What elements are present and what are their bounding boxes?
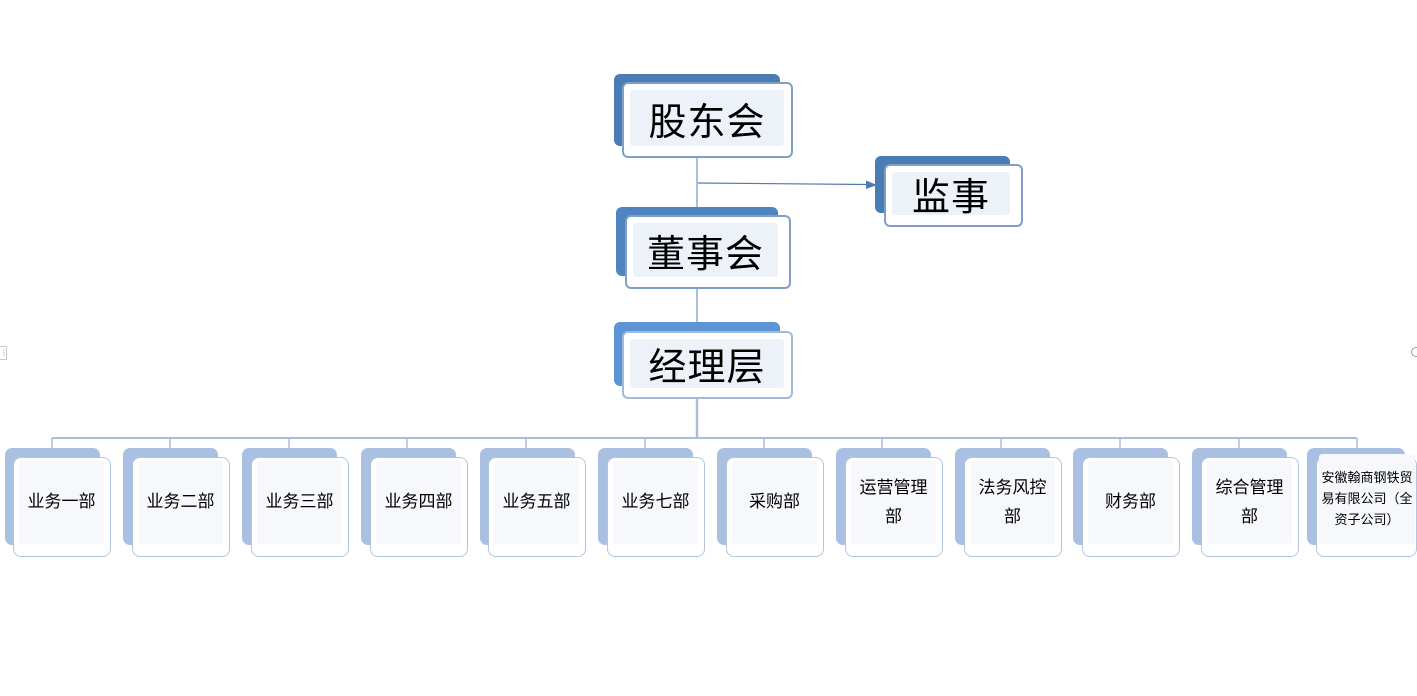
node-management-label: 经理层 <box>630 339 784 389</box>
node-board-label: 董事会 <box>633 223 778 277</box>
node-department: 运营管理部 <box>836 448 943 557</box>
node-department: 综合管理部 <box>1192 448 1299 557</box>
department-label: 业务五部 <box>494 461 579 544</box>
department-label: 财务部 <box>1088 461 1173 544</box>
node-department: 法务风控部 <box>955 448 1062 557</box>
department-label: 采购部 <box>732 461 817 544</box>
node-management: 经理层 <box>614 322 793 399</box>
department-label: 业务七部 <box>613 461 698 544</box>
node-department: 财务部 <box>1073 448 1180 557</box>
department-connectors <box>51 437 1358 449</box>
node-department: 采购部 <box>717 448 824 557</box>
node-department: 业务七部 <box>598 448 705 557</box>
department-label: 安徽翰商钢铁贸易有限公司（全资子公司） <box>1319 454 1415 544</box>
department-label: 业务三部 <box>257 461 342 544</box>
connector-to-supervisor <box>697 182 869 186</box>
node-department: 业务四部 <box>361 448 468 557</box>
node-department: 业务一部 <box>5 448 111 557</box>
department-label: 运营管理部 <box>851 461 936 544</box>
node-department: 业务三部 <box>242 448 349 557</box>
node-shareholders-label: 股东会 <box>630 90 784 146</box>
node-supervisor: 监事 <box>875 156 1023 227</box>
node-board: 董事会 <box>616 207 791 289</box>
node-department: 安徽翰商钢铁贸易有限公司（全资子公司） <box>1307 448 1417 557</box>
department-label: 业务二部 <box>138 461 223 544</box>
node-shareholders: 股东会 <box>614 74 793 158</box>
circle-handle-icon[interactable] <box>1411 347 1417 357</box>
department-label: 法务风控部 <box>970 461 1055 544</box>
node-department: 业务五部 <box>480 448 586 557</box>
department-label: 业务四部 <box>376 461 461 544</box>
arrow-head-icon <box>866 180 877 189</box>
department-label: 业务一部 <box>19 461 104 544</box>
collapse-handle-icon[interactable]: ⋮ <box>0 346 8 360</box>
node-supervisor-label: 监事 <box>892 172 1010 219</box>
department-label: 综合管理部 <box>1207 461 1292 544</box>
node-department: 业务二部 <box>123 448 230 557</box>
